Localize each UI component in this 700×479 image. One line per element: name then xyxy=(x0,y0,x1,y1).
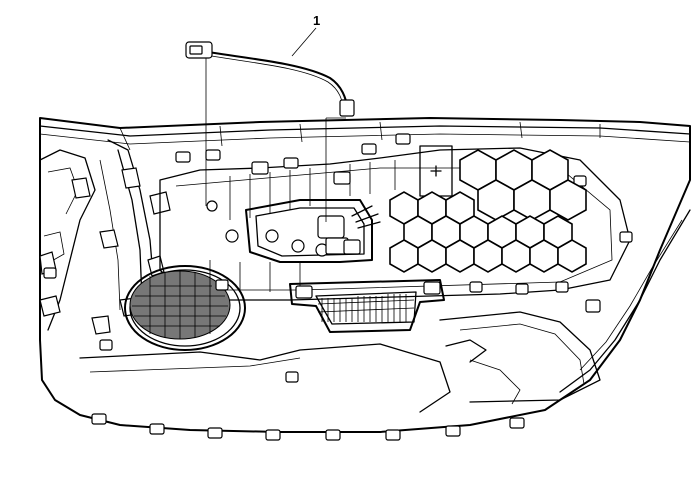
callout-leader xyxy=(291,27,317,57)
leader-lines xyxy=(205,58,346,222)
door-trim-outline xyxy=(39,117,691,433)
wiring-harness xyxy=(185,41,355,117)
right-clips xyxy=(215,231,633,313)
connector-cluster xyxy=(317,205,381,255)
right-door-edge xyxy=(559,209,691,393)
inner-frame xyxy=(159,147,631,301)
honeycomb-grille-center xyxy=(389,191,587,273)
honeycomb-grille-upper xyxy=(459,149,587,221)
top-clips xyxy=(175,133,587,209)
bottom-clips xyxy=(43,267,525,441)
lower-trim-pocket xyxy=(79,311,601,413)
armrest-bracket xyxy=(289,279,445,333)
left-edge-structure xyxy=(39,149,96,331)
handle-bezel xyxy=(206,199,373,263)
upper-bracket xyxy=(419,145,453,197)
callout-label: 1 xyxy=(313,13,321,28)
speaker-grille xyxy=(124,265,246,351)
beltline-strip xyxy=(39,125,691,137)
